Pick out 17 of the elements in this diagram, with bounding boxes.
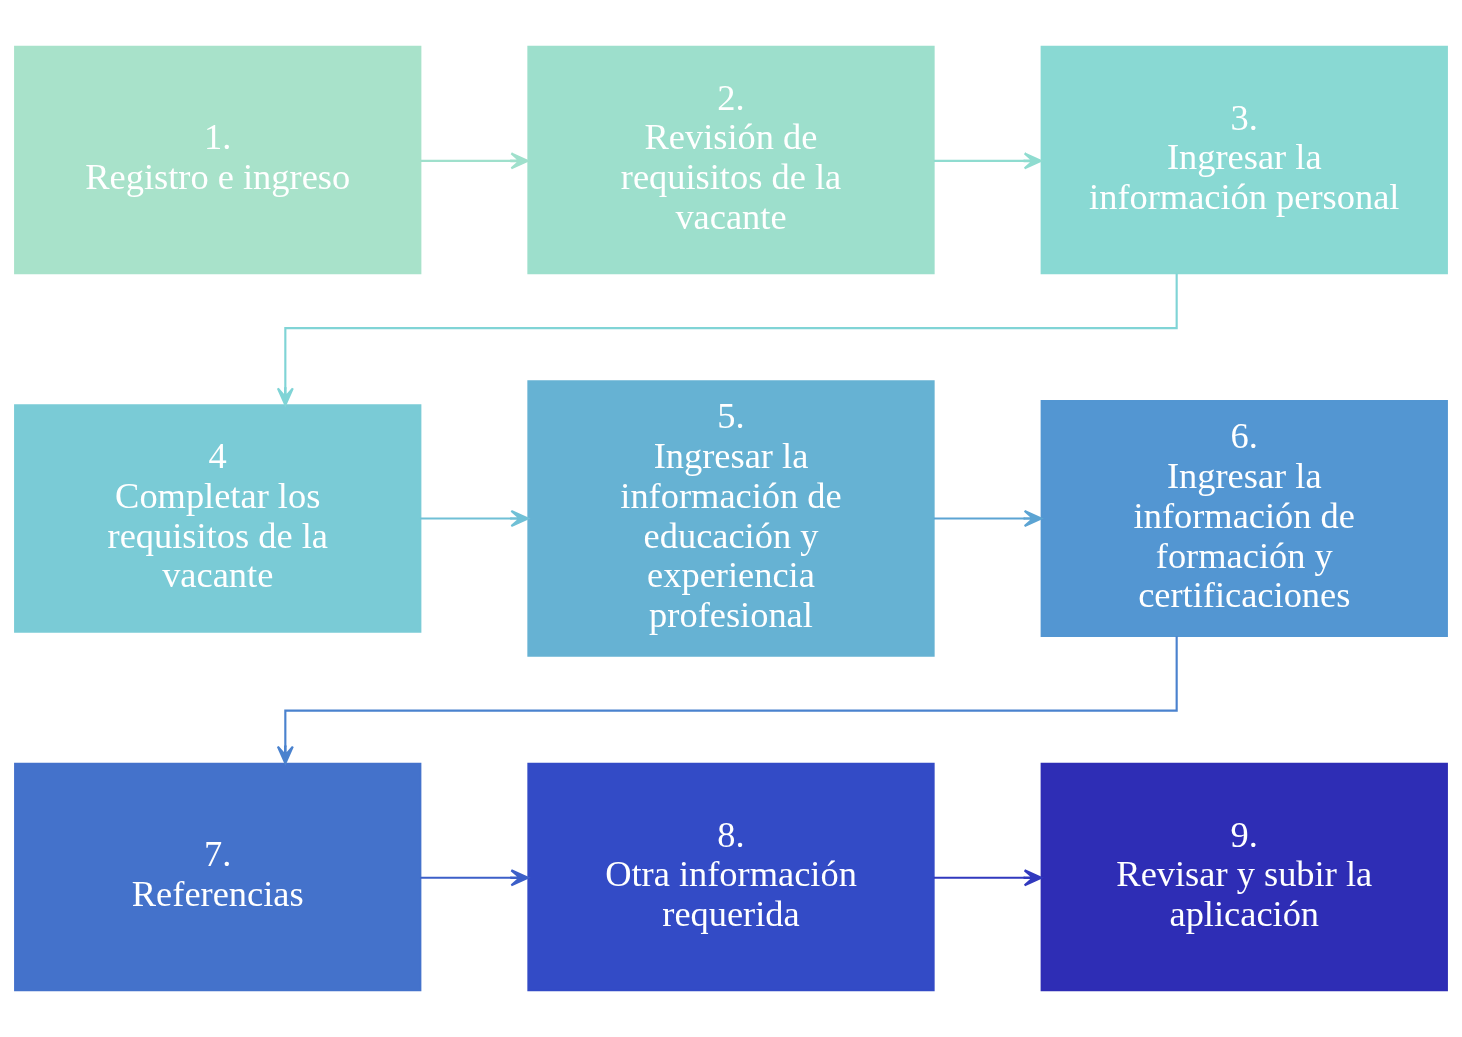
node-box: 4 Completar los requisitos de la vacante xyxy=(14,404,422,633)
node-box: 5. Ingresar la información de educación y experiencia profesional xyxy=(527,380,935,657)
node-box: 6. Ingresar la información de formación y certificaciones xyxy=(1040,400,1448,637)
node-box: 2. Revisión de requisitos de la vacante xyxy=(527,45,935,275)
arrow xyxy=(420,152,529,170)
arrow xyxy=(933,152,1043,170)
node-box: 3. Ingresar la información personal xyxy=(1040,45,1448,275)
arrow xyxy=(420,509,529,528)
arrow xyxy=(933,509,1043,528)
node-box: 9. Revisar y subir la aplicación xyxy=(1040,762,1448,992)
arrow xyxy=(276,636,1178,765)
node-box: 1. Registro e ingreso xyxy=(14,45,422,275)
arrow xyxy=(933,869,1043,887)
node-box: 7. Referencias xyxy=(14,762,422,992)
arrow xyxy=(420,869,529,887)
node-box: 8. Otra información requerida xyxy=(527,762,935,992)
arrow xyxy=(276,273,1178,407)
